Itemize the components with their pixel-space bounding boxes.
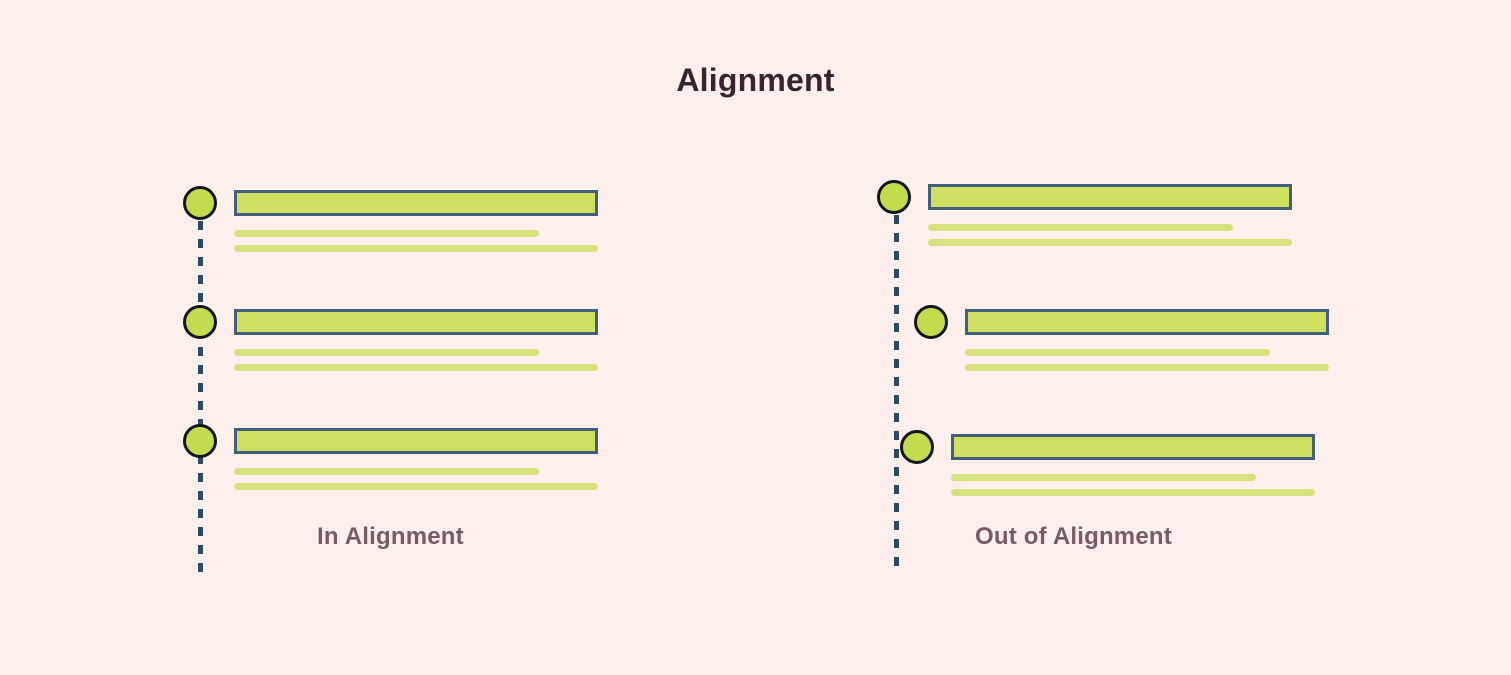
content-line xyxy=(928,224,1233,231)
node-circle xyxy=(914,305,948,339)
node-circle xyxy=(183,186,217,220)
content-line xyxy=(234,483,598,490)
content-line xyxy=(951,489,1315,496)
node-circle xyxy=(900,430,934,464)
content-bar xyxy=(234,428,598,454)
node-circle xyxy=(877,180,911,214)
node-circle xyxy=(183,305,217,339)
content-line xyxy=(234,468,539,475)
caption-out-of-alignment: Out of Alignment xyxy=(975,523,1172,550)
content-line xyxy=(234,245,598,252)
content-bar xyxy=(928,184,1292,210)
content-bar xyxy=(951,434,1315,460)
content-line xyxy=(928,239,1292,246)
content-line xyxy=(234,349,539,356)
content-line xyxy=(965,364,1329,371)
group-in-alignment: In Alignment xyxy=(183,186,598,573)
node-circle xyxy=(183,424,217,458)
content-line xyxy=(965,349,1270,356)
alignment-guide-line-left xyxy=(198,203,203,573)
content-line xyxy=(234,230,539,237)
content-line xyxy=(951,474,1256,481)
caption-in-alignment: In Alignment xyxy=(317,523,464,550)
content-bar xyxy=(965,309,1329,335)
content-bar xyxy=(234,309,598,335)
page-title: Alignment xyxy=(676,62,835,98)
alignment-guide-line-right xyxy=(894,197,899,569)
content-bar xyxy=(234,190,598,216)
content-line xyxy=(234,364,598,371)
